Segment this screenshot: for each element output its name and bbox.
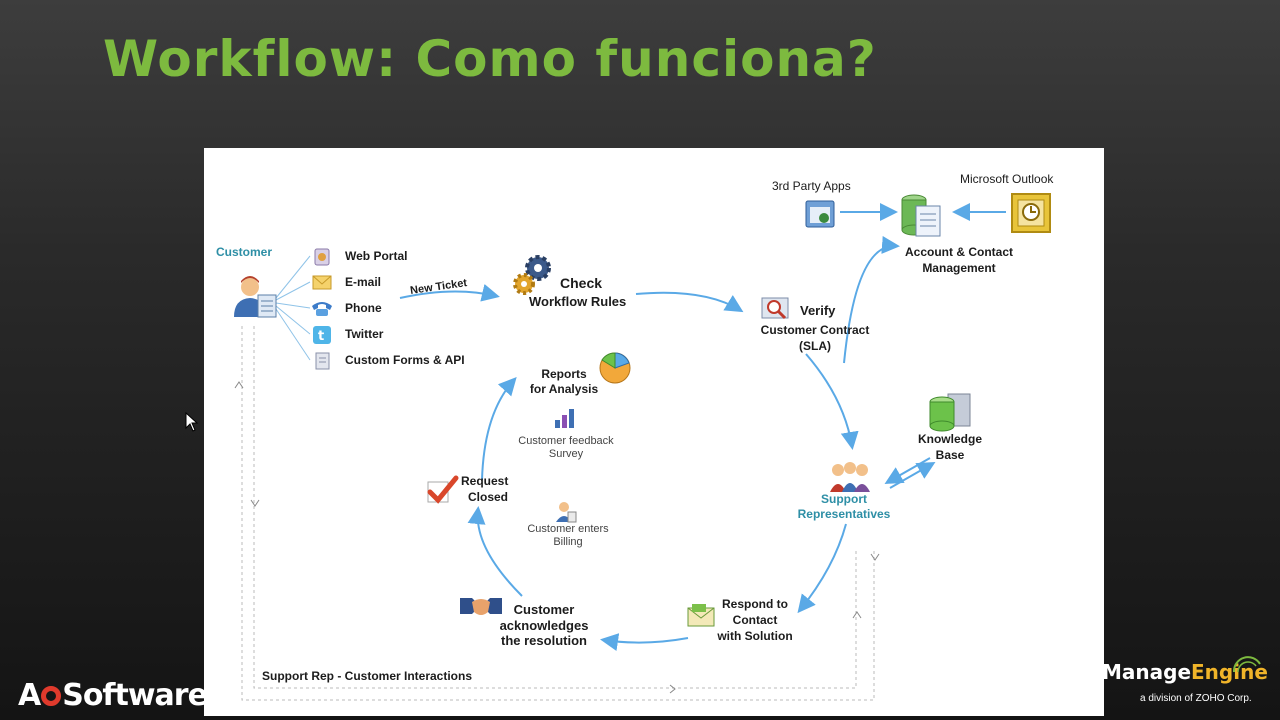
slide-title: Workflow: Como funciona?: [103, 30, 877, 88]
support-label: Support: [821, 492, 867, 506]
handshake-icon: [460, 598, 502, 615]
forms-icon: [315, 352, 330, 370]
customer-label: Customer: [216, 245, 273, 259]
workflow-diagram: Customer Web Portal E-mail Phone t Twitt…: [204, 148, 1104, 716]
database-icon: [929, 393, 971, 432]
channel-email: E-mail: [345, 275, 382, 289]
bar-chart-icon: [555, 409, 574, 428]
interactions-label: Support Rep - Customer Interactions: [262, 669, 473, 683]
microsoft-outlook-label: Microsoft Outlook: [960, 172, 1054, 186]
user-small-icon: [556, 502, 577, 523]
apps-window-icon: [805, 200, 835, 228]
documents-icon: [901, 194, 941, 237]
respond-to-label: Respond to: [722, 597, 788, 611]
account-contact-label: Account & Contact: [905, 245, 1013, 259]
customer-contract-label: Customer Contract: [760, 323, 870, 337]
channel-phone: Phone: [345, 301, 382, 315]
channel-twitter: Twitter: [345, 327, 384, 341]
customer-feedback-label: Customer feedback: [518, 435, 614, 447]
gears-icon: [513, 255, 551, 295]
ack-customer-label: Customer: [513, 602, 575, 617]
billing-label: Billing: [553, 536, 583, 548]
for-analysis-label: for Analysis: [529, 382, 599, 396]
contact-label: Contact: [732, 613, 778, 627]
account-management-label: Management: [922, 261, 996, 275]
diagram-connectors: [234, 203, 1006, 701]
twitter-icon: t: [313, 326, 331, 344]
search-icon: [761, 297, 789, 320]
with-solution-label: with Solution: [717, 629, 793, 643]
sla-label: (SLA): [799, 339, 831, 353]
outlook-icon: [1011, 193, 1051, 233]
ack-resolution-label: the resolution: [501, 633, 587, 648]
people-group-icon: [830, 462, 870, 492]
email-icon: [312, 275, 332, 290]
logo-ring-icon: [41, 686, 62, 706]
checkmark-icon: [427, 475, 459, 504]
customer-enters-label: Customer enters: [527, 523, 609, 535]
arc-icon: [1232, 656, 1261, 673]
survey-label: Survey: [548, 448, 584, 460]
closed-label: Closed: [468, 490, 509, 504]
ack-acknowledges-label: acknowledges: [499, 618, 589, 633]
manageengine-logo: ManageEngine: [1102, 660, 1268, 684]
reports-label: Reports: [541, 367, 587, 381]
phone-icon: [312, 302, 332, 316]
person-icon: [234, 276, 277, 318]
knowledge-label: Knowledge: [917, 432, 982, 446]
representatives-label: Representatives: [797, 507, 891, 521]
verify-label: Verify: [800, 303, 836, 318]
third-party-apps-label: 3rd Party Apps: [772, 179, 851, 193]
check-label: Check: [560, 275, 603, 291]
mouse-cursor-icon: [185, 412, 199, 432]
base-label: Base: [935, 448, 965, 462]
svg-text:t: t: [318, 329, 324, 344]
channel-custom-forms-api: Custom Forms & API: [345, 353, 465, 367]
manageengine-subtitle: a division of ZOHO Corp.: [1140, 693, 1252, 704]
pie-chart-icon: [599, 352, 631, 384]
workflow-rules-label: Workflow Rules: [529, 294, 627, 309]
web-portal-icon: [314, 248, 330, 266]
channel-web-portal: Web Portal: [345, 249, 408, 263]
envelope-hand-icon: [687, 604, 715, 627]
request-label: Request: [461, 474, 509, 488]
